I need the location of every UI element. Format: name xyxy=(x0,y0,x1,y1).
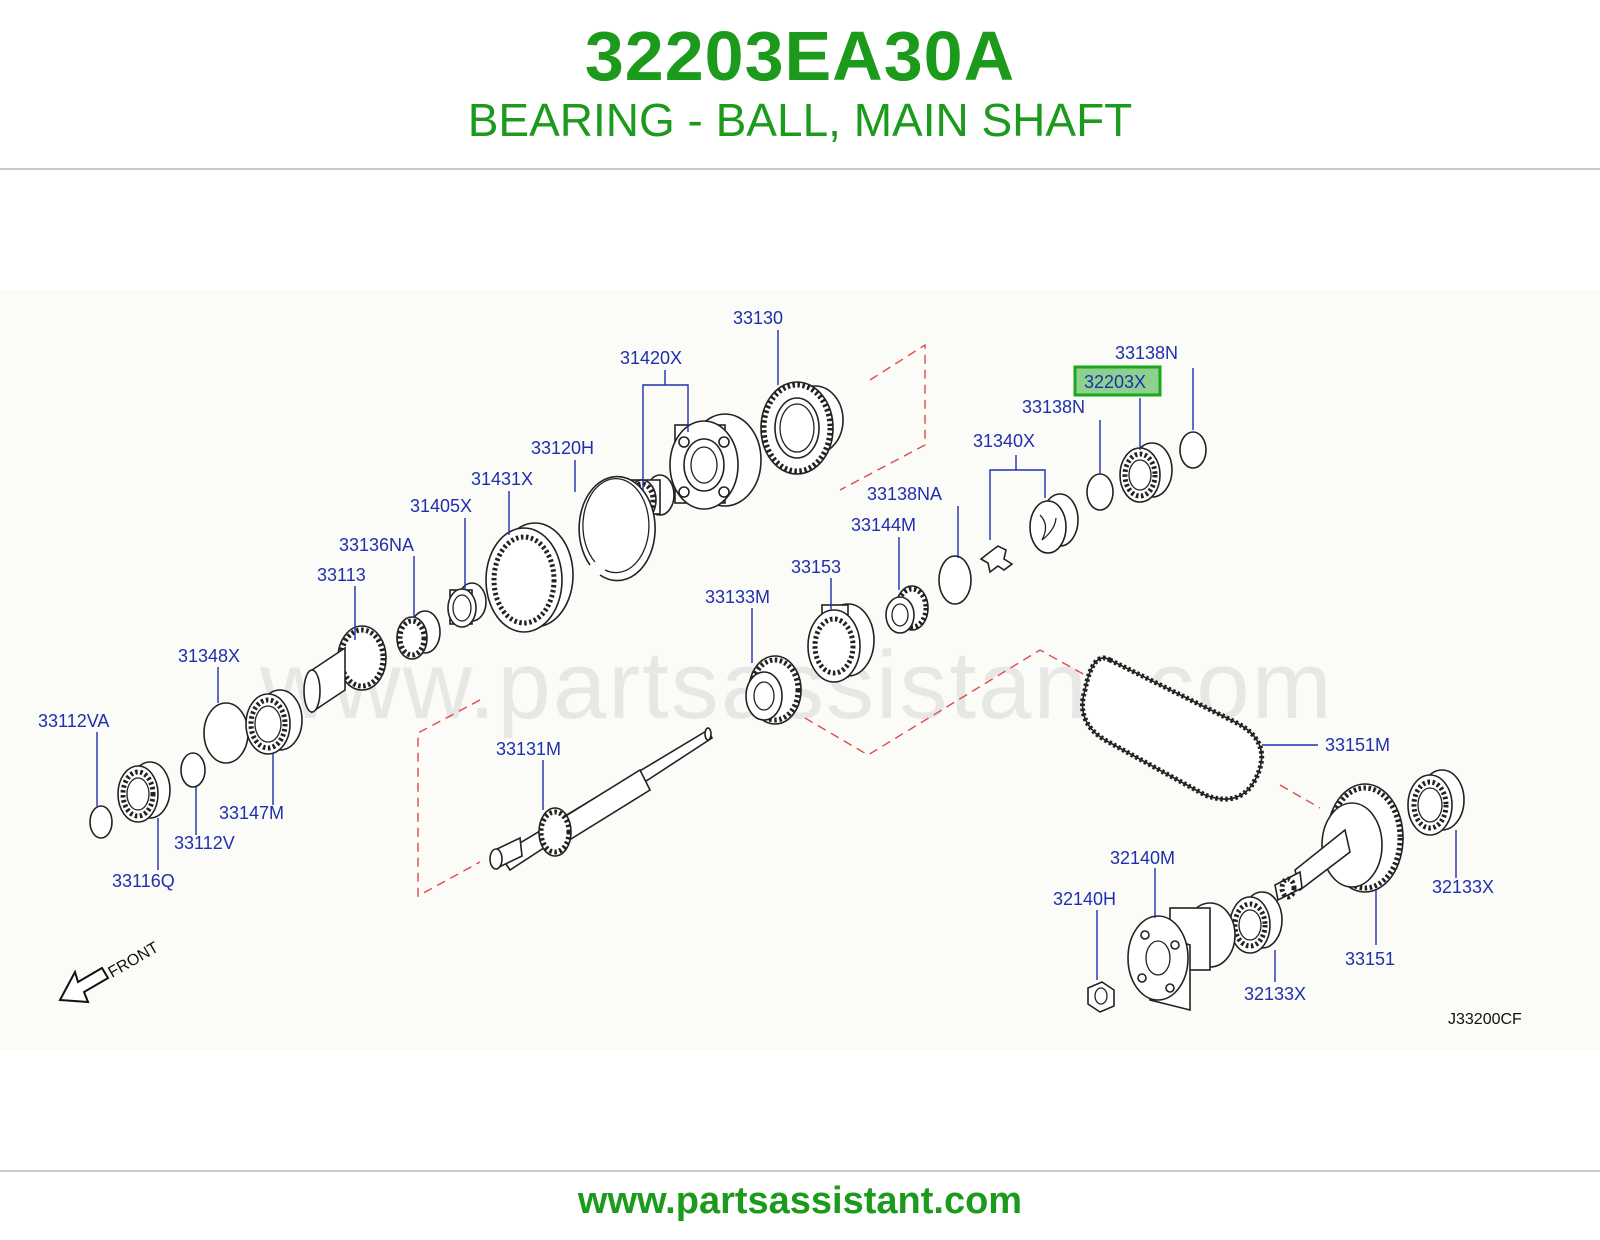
label-31420X[interactable]: 31420X xyxy=(620,348,682,368)
part-33120H-snap-ring[interactable] xyxy=(578,475,656,582)
part-33112V-ring[interactable] xyxy=(180,752,206,788)
label-33151[interactable]: 33151 xyxy=(1345,949,1395,969)
header-divider xyxy=(0,168,1600,170)
label-33153[interactable]: 33153 xyxy=(791,557,841,577)
label-33131M[interactable]: 33131M xyxy=(496,739,561,759)
part-33138N-top-ring[interactable] xyxy=(1179,431,1207,469)
label-32133X[interactable]: 32133X xyxy=(1244,984,1306,1004)
label-32133X-right[interactable]: 32133X xyxy=(1432,877,1494,897)
part-33144M-gear[interactable] xyxy=(885,585,929,634)
highlight-32203X xyxy=(1073,365,1162,397)
label-31405X[interactable]: 31405X xyxy=(410,496,472,516)
part-31420X-carrier[interactable] xyxy=(669,413,762,510)
part-33113-gear-shaft[interactable] xyxy=(303,625,387,714)
part-31405X-bushing[interactable] xyxy=(447,582,487,628)
part-31340X-oil-pump[interactable] xyxy=(979,493,1079,574)
part-33136NA-needle-bearing[interactable] xyxy=(396,610,441,660)
part-number-title: 32203EA30A xyxy=(584,17,1016,95)
part-33153-sleeve[interactable] xyxy=(807,603,875,683)
footer-divider xyxy=(0,1170,1600,1172)
label-33138NA[interactable]: 33138NA xyxy=(867,484,942,504)
part-33133M-gear[interactable] xyxy=(745,655,802,725)
label-33116Q[interactable]: 33116Q xyxy=(112,871,175,891)
part-32203X-ball-bearing[interactable] xyxy=(1119,442,1173,503)
exploded-parts-diagram: www.partsassistant.com xyxy=(0,290,1600,1050)
part-33138N-ring[interactable] xyxy=(1086,473,1114,511)
label-31340X[interactable]: 31340X xyxy=(973,431,1035,451)
part-33116Q-ball-bearing[interactable] xyxy=(117,761,171,823)
label-33112V[interactable]: 33112V xyxy=(174,833,235,853)
label-33138N[interactable]: 33138N xyxy=(1022,397,1085,417)
leader-lines xyxy=(96,330,1457,982)
label-32203X[interactable]: 32203X xyxy=(1084,372,1146,392)
label-33144M[interactable]: 33144M xyxy=(851,515,916,535)
drawing-reference-code: J33200CF xyxy=(1448,1011,1522,1028)
part-33112VA-ring[interactable] xyxy=(89,805,113,839)
label-32140H[interactable]: 32140H xyxy=(1053,889,1116,909)
label-33151M[interactable]: 33151M xyxy=(1325,735,1390,755)
dashed-reference-lines xyxy=(417,343,1321,898)
part-32140H-nut[interactable] xyxy=(1087,981,1115,1013)
part-33147M-ball-bearing[interactable] xyxy=(245,689,303,755)
front-arrow-icon xyxy=(58,966,110,1004)
label-33138N-top[interactable]: 33138N xyxy=(1115,343,1178,363)
part-32133X-lower-bearing[interactable] xyxy=(1229,891,1283,954)
part-33130-gear-drum[interactable] xyxy=(760,381,844,475)
label-31348X[interactable]: 31348X xyxy=(178,646,240,666)
part-description: BEARING - BALL, MAIN SHAFT xyxy=(467,94,1133,146)
part-33151M-drive-chain[interactable] xyxy=(1080,655,1265,802)
part-33131M-main-shaft[interactable] xyxy=(489,727,714,872)
label-33113[interactable]: 33113 xyxy=(317,565,366,585)
part-32140M-flange[interactable] xyxy=(1127,902,1236,1012)
label-33120H[interactable]: 33120H xyxy=(531,438,594,458)
footer-url[interactable]: www.partsassistant.com xyxy=(577,1180,1023,1222)
label-32140M[interactable]: 32140M xyxy=(1110,848,1175,868)
label-33133M[interactable]: 33133M xyxy=(705,587,770,607)
label-33136NA[interactable]: 33136NA xyxy=(339,535,414,555)
part-32133X-right-bearing[interactable] xyxy=(1407,769,1465,836)
part-31348X-ring[interactable] xyxy=(203,702,249,764)
label-33112VA[interactable]: 33112VA xyxy=(38,711,109,731)
part-31431X-ring-gear[interactable] xyxy=(485,522,574,633)
label-33147M[interactable]: 33147M xyxy=(219,803,284,823)
part-33138NA-ring[interactable] xyxy=(938,555,972,605)
label-31431X[interactable]: 31431X xyxy=(471,469,533,489)
part-33151-sprocket[interactable] xyxy=(1274,783,1404,902)
label-33130[interactable]: 33130 xyxy=(733,308,783,328)
